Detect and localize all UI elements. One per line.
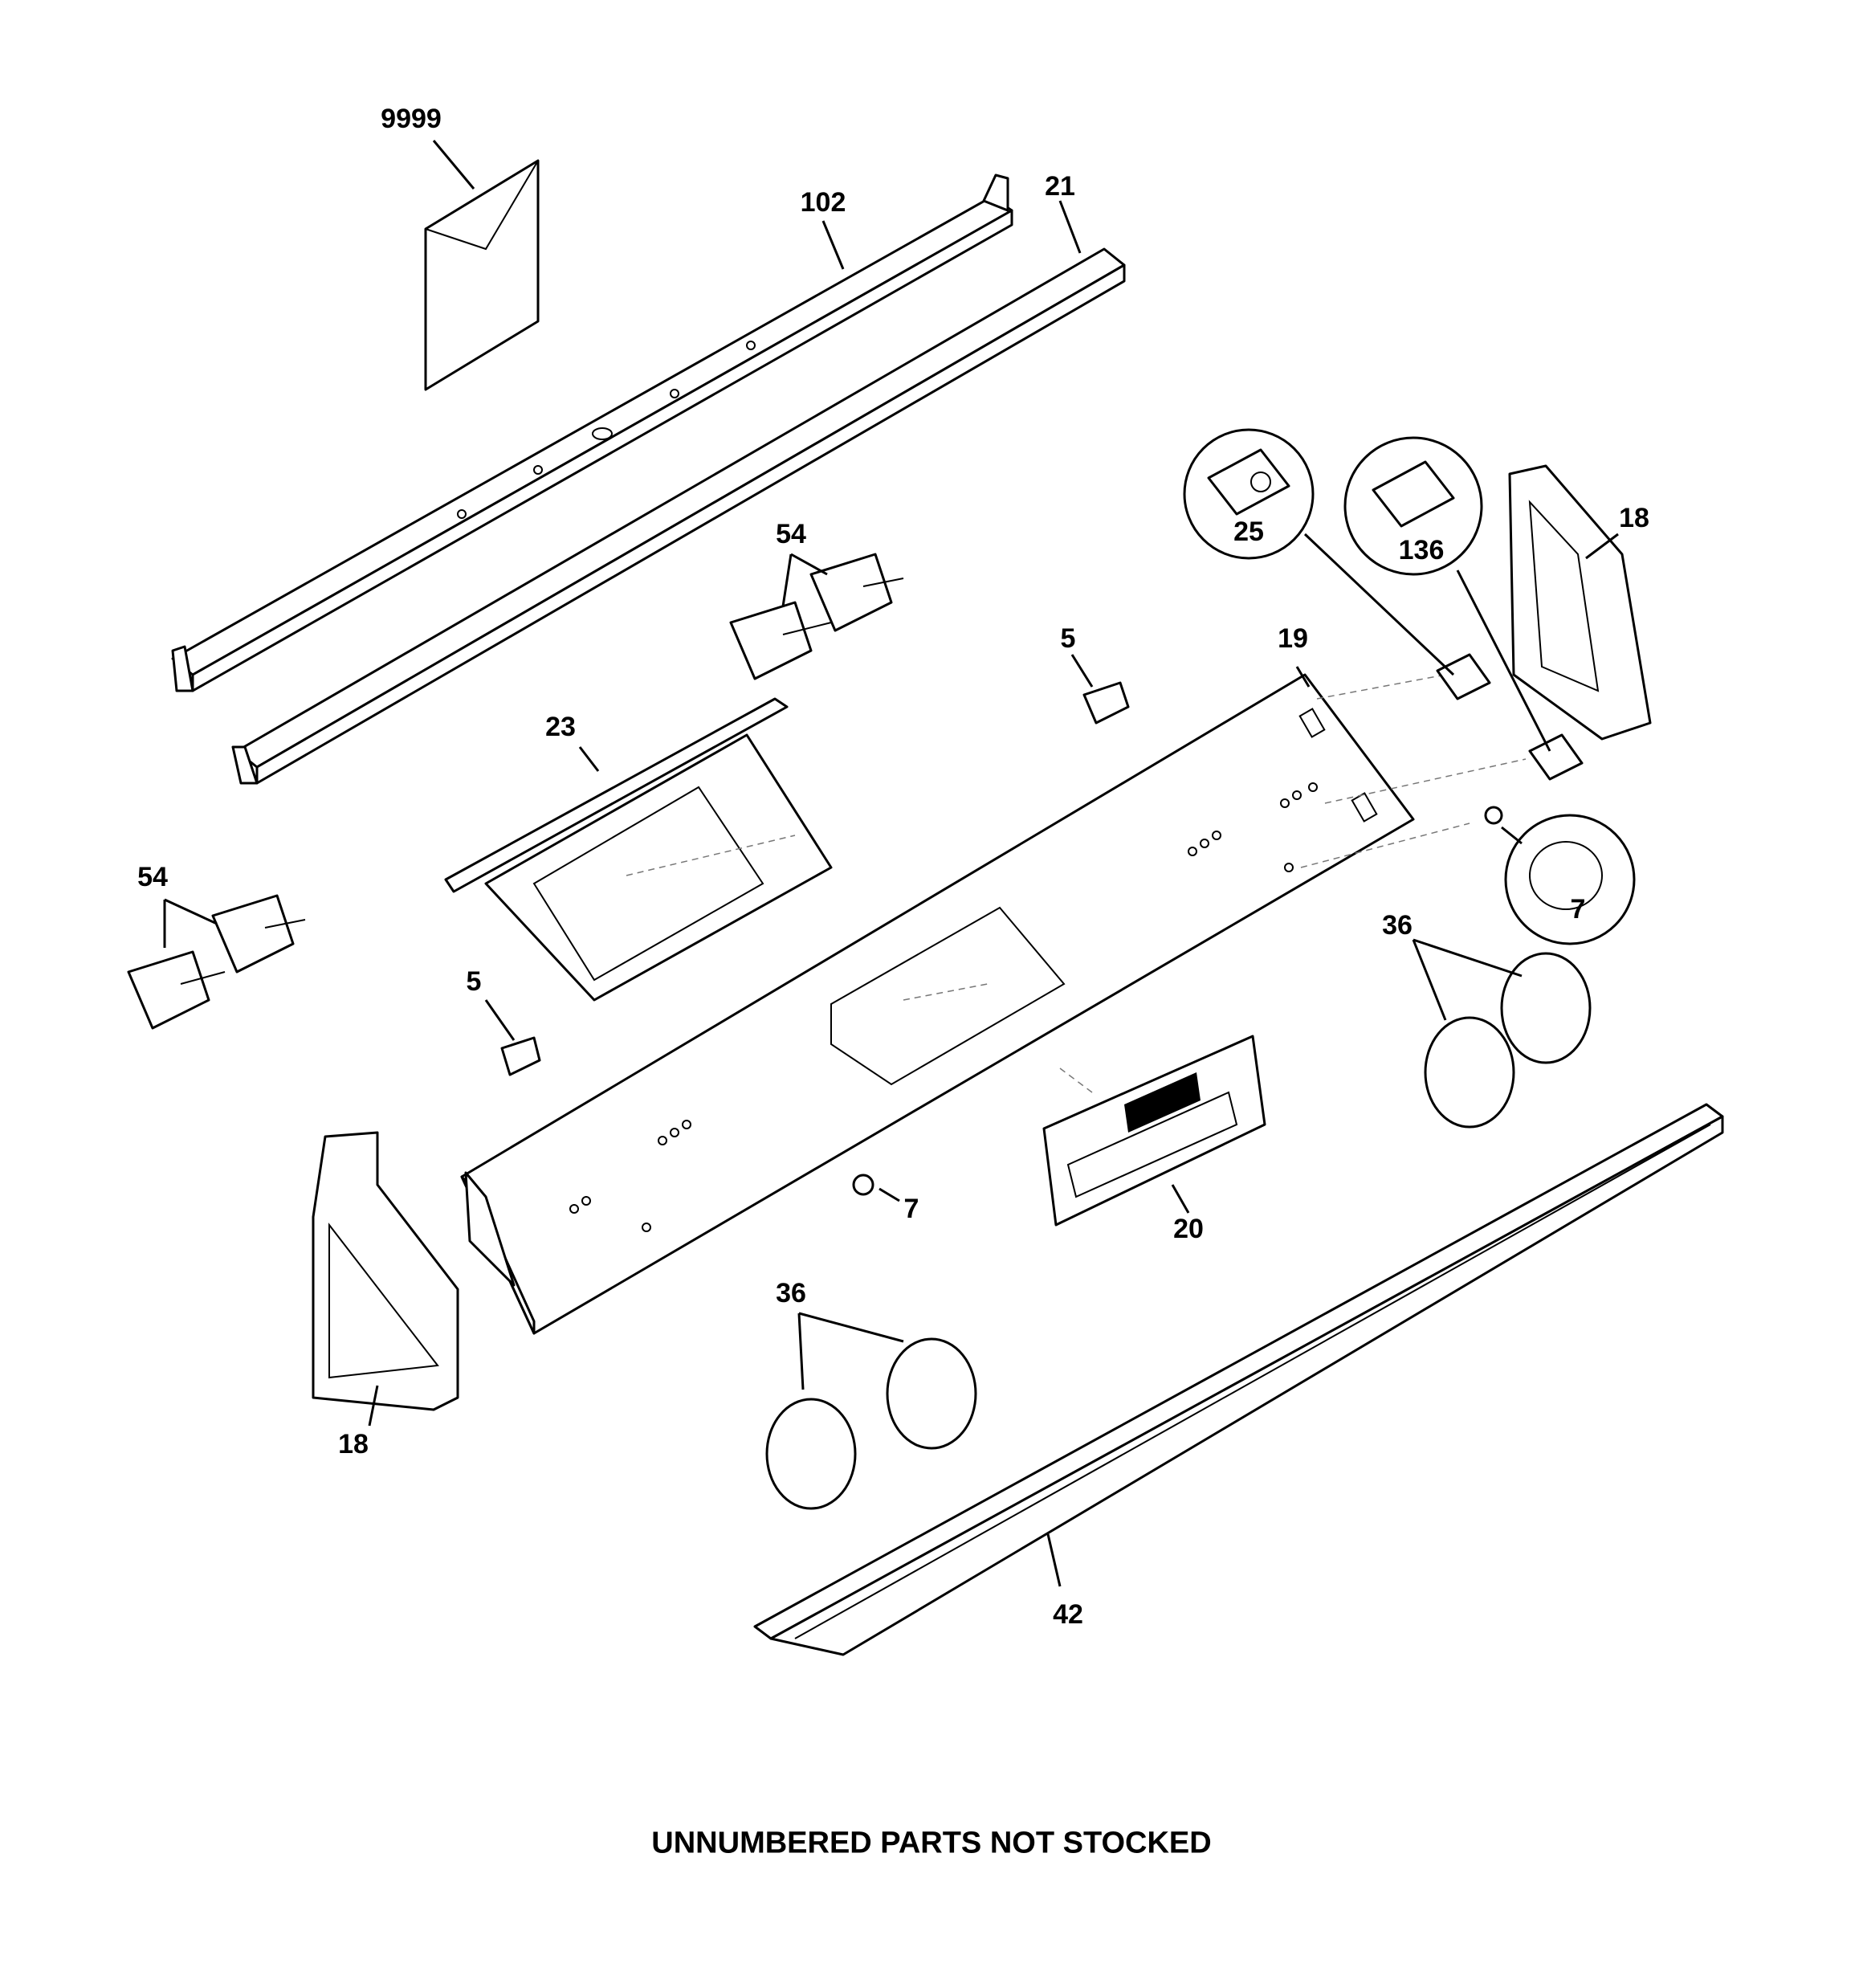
callout-7-left: 7 — [903, 1194, 919, 1224]
callout-9999: 9999 — [381, 104, 442, 134]
callout-21: 21 — [1045, 171, 1075, 202]
part-knob-insert-7-right — [1484, 806, 1636, 945]
part-rocker-136 — [1528, 733, 1584, 781]
callout-42: 42 — [1053, 1599, 1083, 1630]
callout-5-upper: 5 — [1060, 623, 1076, 654]
callout-54-left: 54 — [137, 862, 168, 892]
part-switches-54-top — [729, 553, 904, 680]
callout-7-right: 7 — [1570, 894, 1586, 925]
detail-circle-136 — [1343, 436, 1483, 576]
part-knobs-36-right — [1424, 952, 1592, 1129]
callout-5-lower: 5 — [466, 966, 482, 997]
callout-25: 25 — [1233, 516, 1264, 547]
detail-circle-25 — [1183, 428, 1315, 560]
part-control-panel-19 — [460, 673, 1527, 1335]
part-rocker-25 — [1436, 653, 1491, 700]
part-channel-21 — [231, 247, 1126, 785]
callout-20: 20 — [1173, 1214, 1204, 1244]
part-bracket-102 — [171, 173, 1013, 692]
leader-lines — [163, 140, 1619, 1587]
callout-54-top: 54 — [776, 519, 806, 549]
callout-36-right: 36 — [1382, 910, 1413, 941]
part-bracket-23 — [444, 697, 833, 1002]
part-clip-5-lower — [500, 1036, 541, 1076]
part-endcap-18-right — [1508, 464, 1652, 741]
part-knob-insert-7-left — [852, 1174, 874, 1196]
callout-102: 102 — [800, 187, 846, 218]
part-control-board-20 — [1042, 1035, 1266, 1227]
part-literature-envelope — [424, 159, 540, 391]
part-clip-5-upper — [1082, 681, 1130, 725]
callout-19: 19 — [1278, 623, 1308, 654]
callout-23: 23 — [545, 712, 576, 742]
callout-136: 136 — [1398, 535, 1445, 565]
footer-note: UNNUMBERED PARTS NOT STOCKED — [651, 1826, 1212, 1860]
part-endcap-18-left — [312, 1131, 459, 1411]
callout-18-right: 18 — [1619, 503, 1649, 533]
part-trim-42 — [753, 1103, 1724, 1656]
part-switches-54-left — [127, 894, 306, 1030]
callout-18-left: 18 — [338, 1429, 369, 1459]
part-knobs-36-lower — [765, 1337, 977, 1510]
callout-36-lower: 36 — [776, 1278, 806, 1308]
